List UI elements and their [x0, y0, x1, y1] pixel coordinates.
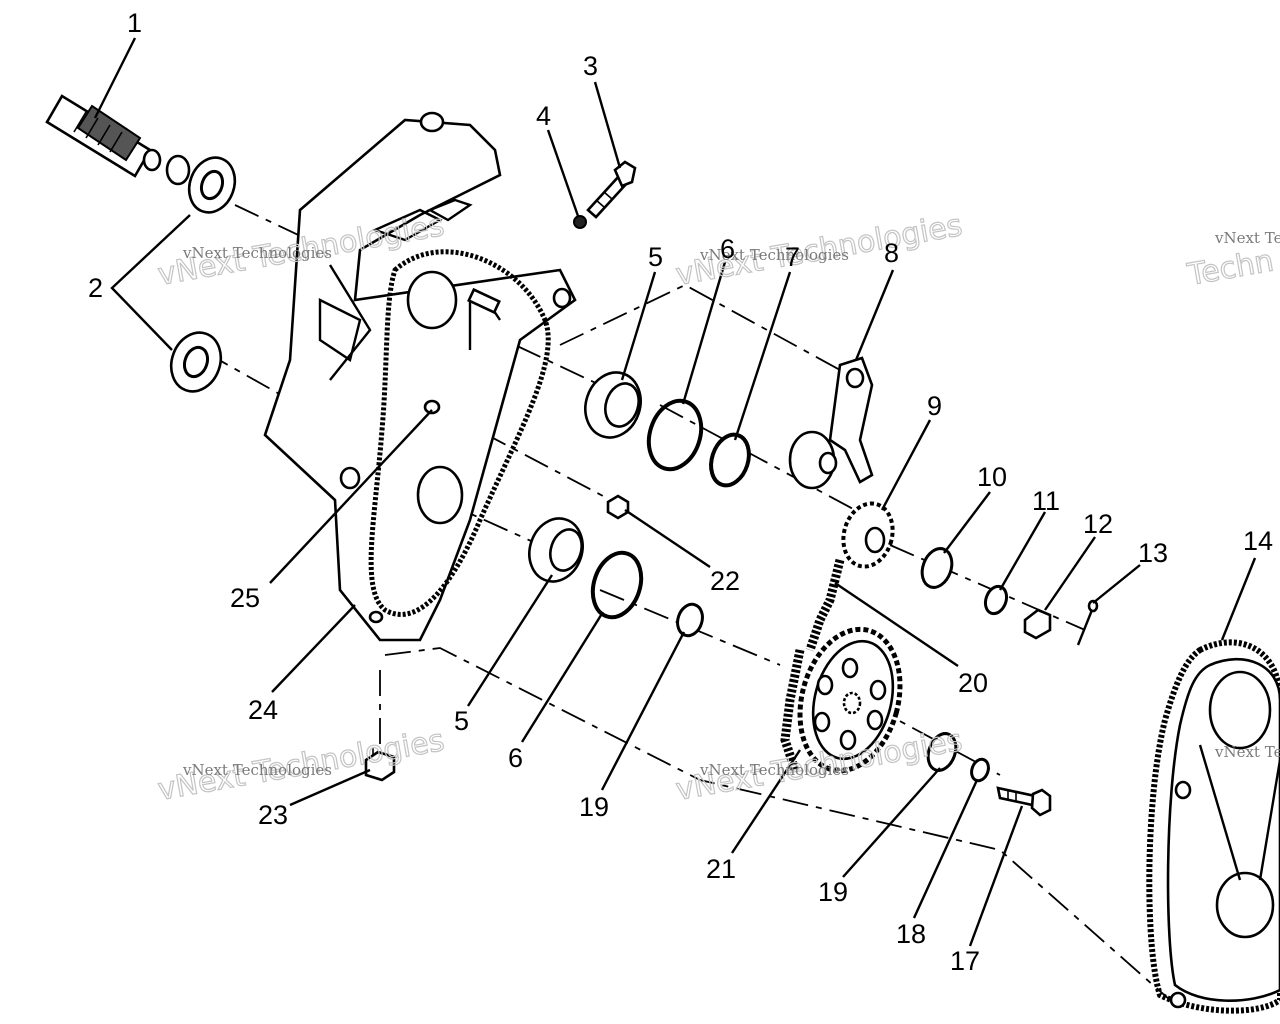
chaincase-housing: [263, 111, 577, 642]
watermark-small: vNext Technologies: [182, 761, 332, 779]
part-2-seals: [169, 156, 237, 393]
callout-5: 5: [648, 242, 663, 272]
watermark-small: vNext Technologies: [699, 761, 849, 779]
watermark-small: vNext Technologies: [699, 246, 849, 264]
callout-14: 14: [1243, 526, 1273, 556]
callout-24: 24: [248, 695, 278, 725]
watermark-small-partial: vNext Te: [1214, 229, 1280, 247]
callout-12: 12: [1083, 509, 1113, 539]
callout-19-left: 19: [579, 792, 609, 822]
part-8-tensioner-arm: [788, 356, 874, 490]
callout-13: 13: [1138, 538, 1168, 568]
part-4-ball: [573, 215, 587, 229]
part-9-small-sprocket: [805, 501, 895, 652]
callout-7: 7: [785, 242, 800, 272]
part-1-splined-shaft: [45, 94, 191, 186]
callout-10: 10: [977, 462, 1007, 492]
callout-25: 25: [230, 583, 260, 613]
callout-22: 22: [710, 566, 740, 596]
part-21-large-sprocket: [780, 626, 903, 774]
watermark-small-partial: vNext Te: [1214, 743, 1280, 761]
callout-11: 11: [1032, 486, 1060, 516]
part-14-chaincase-cover: [1146, 639, 1280, 1014]
callout-1: 1: [127, 8, 142, 38]
small-hardware-lower: [926, 732, 1052, 817]
callout-18: 18: [896, 919, 926, 949]
callout-3: 3: [583, 51, 598, 81]
part-3-bolt: [586, 160, 637, 219]
part-23-drain-plug: [364, 748, 396, 782]
leader-lines: [93, 37, 1257, 947]
callout-19-right: 19: [818, 877, 848, 907]
watermark-small: vNext Technologies: [182, 244, 332, 262]
watermark-big-partial: Techn: [1184, 243, 1276, 293]
callout-4: 4: [536, 101, 551, 131]
small-hardware-upper: [920, 547, 1099, 646]
callout-labels: 1 2 3 4 5 6 7 8 9 10 11 12 13 14 20 22 2…: [88, 8, 1273, 976]
callout-9: 9: [927, 391, 942, 421]
callout-21: 21: [706, 854, 736, 884]
lower-bearing-group: [528, 494, 704, 638]
callout-2: 2: [88, 273, 103, 303]
callout-5-lower: 5: [454, 706, 469, 736]
callout-17: 17: [950, 946, 980, 976]
callout-20: 20: [958, 668, 988, 698]
callout-6: 6: [720, 234, 735, 264]
callout-23: 23: [258, 800, 288, 830]
callout-8: 8: [884, 238, 899, 268]
upper-bearing-group: [584, 371, 751, 488]
callout-6-lower: 6: [508, 743, 523, 773]
